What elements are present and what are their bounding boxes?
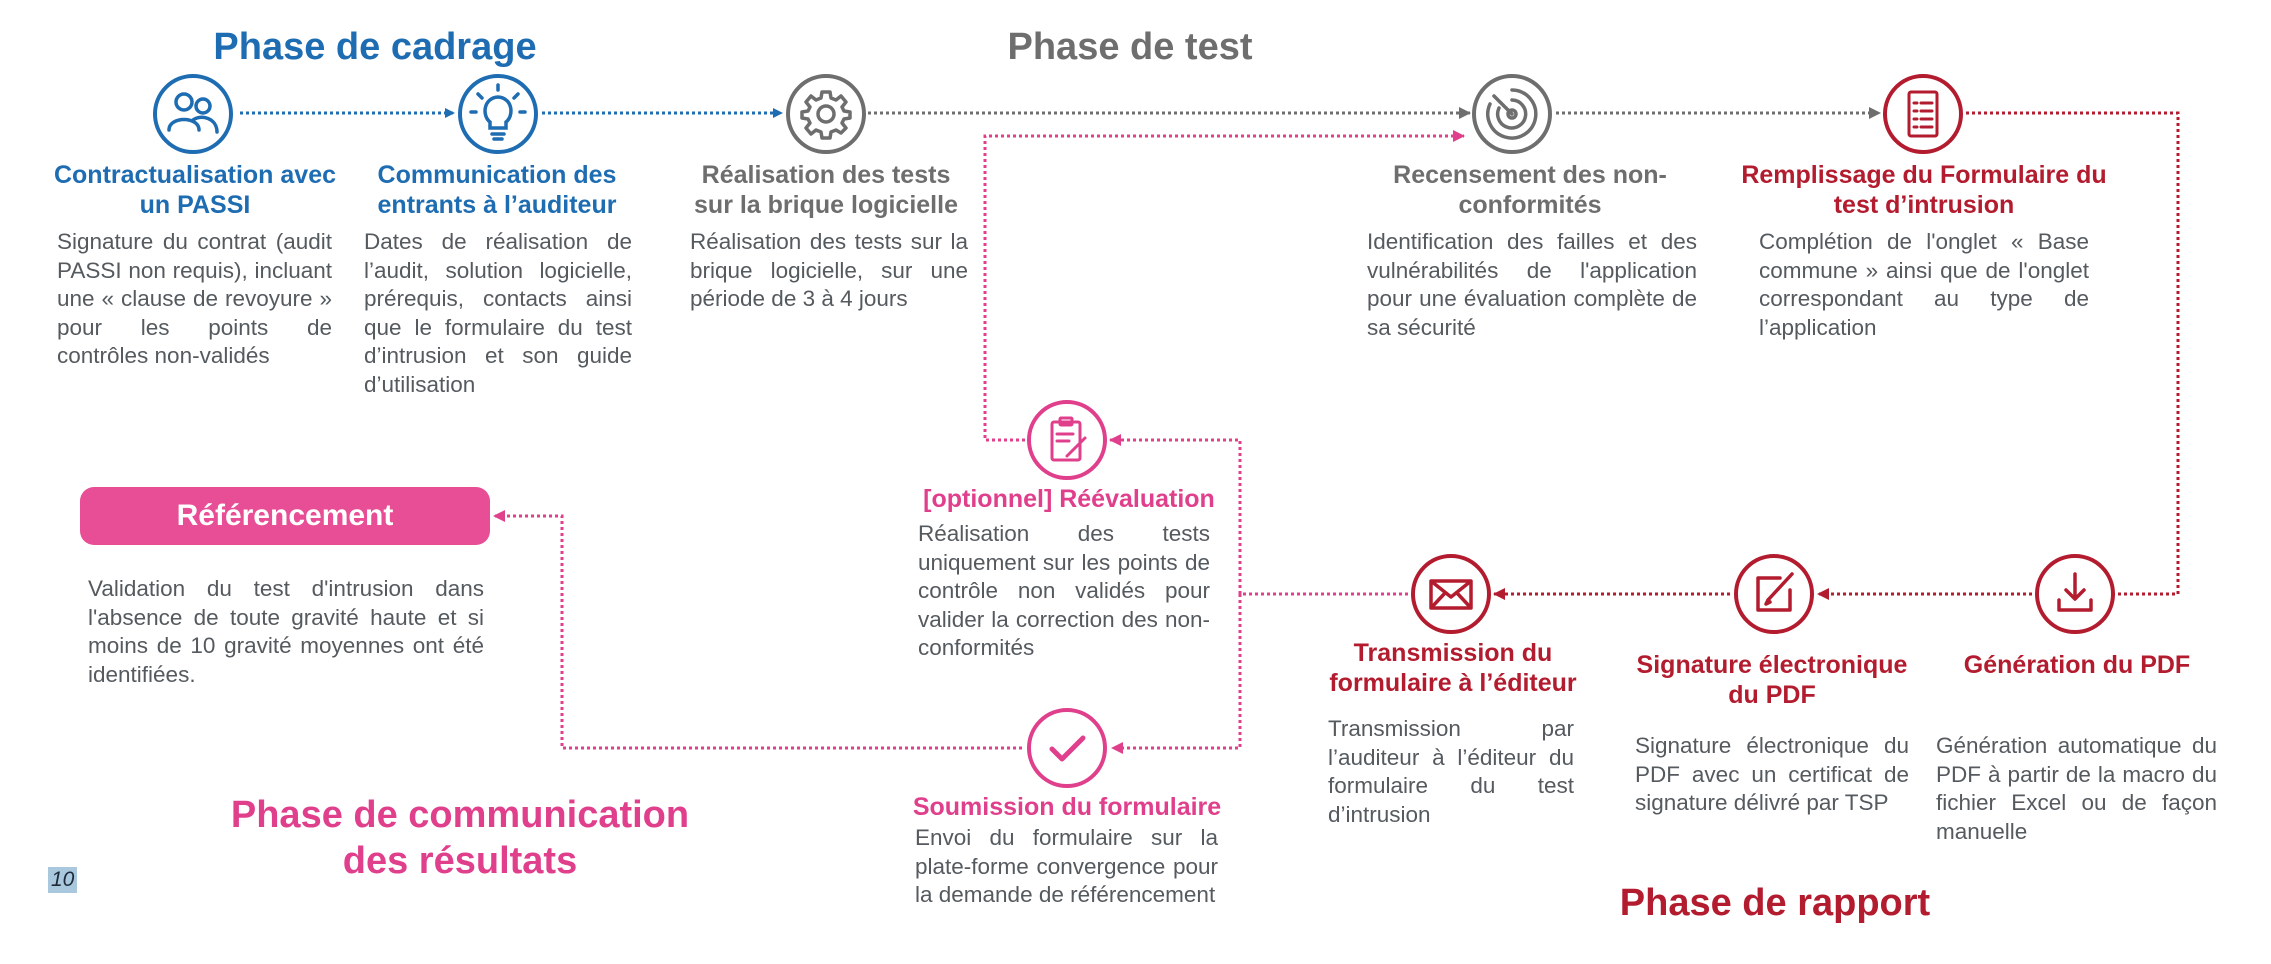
lightbulb-icon: [456, 72, 540, 156]
clipboard-pen-icon: [1025, 398, 1109, 482]
people-icon: [151, 72, 235, 156]
step-signature-title: Signature électronique du PDF: [1636, 651, 1908, 709]
step-remplissage-title: Remplissage du Formulaire du test d’intr…: [1741, 161, 2107, 219]
step-communication-title: Communication des entrants à l’auditeur: [377, 161, 617, 219]
sign-icon: [1732, 552, 1816, 636]
step-transmission-title: Transmission du formulaire à l’éditeur: [1329, 639, 1577, 697]
gear-icon: [784, 72, 868, 156]
checklist-icon: [1881, 72, 1965, 156]
step-generation-title: Génération du PDF: [1963, 651, 2191, 679]
step-tests-desc: Réalisation des tests sur la brique logi…: [690, 229, 968, 311]
step-contractualisation-desc: Signature du contrat (audit PASSI non re…: [57, 229, 332, 368]
step-recensement-desc: Identification des failles et des vulnér…: [1367, 229, 1697, 340]
download-icon: [2033, 552, 2117, 636]
step-reevaluation-desc: Réalisation des tests uniquement sur les…: [918, 521, 1210, 660]
arrow-transmission-to-reevaluation: [1109, 434, 1408, 596]
referencement-desc: Validation du test d'intrusion dans l'ab…: [88, 576, 484, 687]
step-signature-desc: Signature électronique du PDF avec un ce…: [1635, 733, 1909, 815]
phase-cadrage-title: Phase de cadrage: [213, 26, 537, 68]
step-soumission-title: Soumission du formulaire: [912, 793, 1222, 821]
checkmark-icon: [1025, 706, 1109, 790]
referencement-badge: Référencement: [80, 487, 490, 545]
step-generation-desc: Génération automatique du PDF à partir d…: [1936, 733, 2217, 844]
arrow-reevaluation-to-recensement: [983, 130, 1465, 442]
step-tests-title: Réalisation des tests sur la brique logi…: [694, 161, 958, 219]
phase-communication-title: Phase de communication des résultats: [230, 794, 690, 882]
target-icon: [1470, 72, 1554, 156]
step-contractualisation-title: Contractualisation avec un PASSI: [53, 161, 337, 219]
step-reevaluation-title: [optionnel] Réévaluation: [923, 485, 1215, 513]
envelope-icon: [1409, 552, 1493, 636]
step-recensement-title: Recensement des non-conformités: [1393, 161, 1667, 219]
step-communication-desc: Dates de réalisation de l’audit, solutio…: [364, 229, 632, 397]
phase-test-title: Phase de test: [1007, 26, 1253, 68]
page-number: 10: [48, 867, 78, 893]
step-remplissage-desc: Complétion de l'onglet « Base commune » …: [1759, 229, 2089, 340]
step-transmission-desc: Transmission par l’auditeur à l’éditeur …: [1328, 716, 1574, 827]
step-soumission-desc: Envoi du formulaire sur la plate-forme c…: [915, 825, 1218, 907]
arrow-remplissage-to-generation: [1966, 111, 2180, 600]
phase-rapport-title: Phase de rapport: [1619, 882, 1931, 924]
arrow-soumission-to-referencement: [493, 510, 1022, 750]
